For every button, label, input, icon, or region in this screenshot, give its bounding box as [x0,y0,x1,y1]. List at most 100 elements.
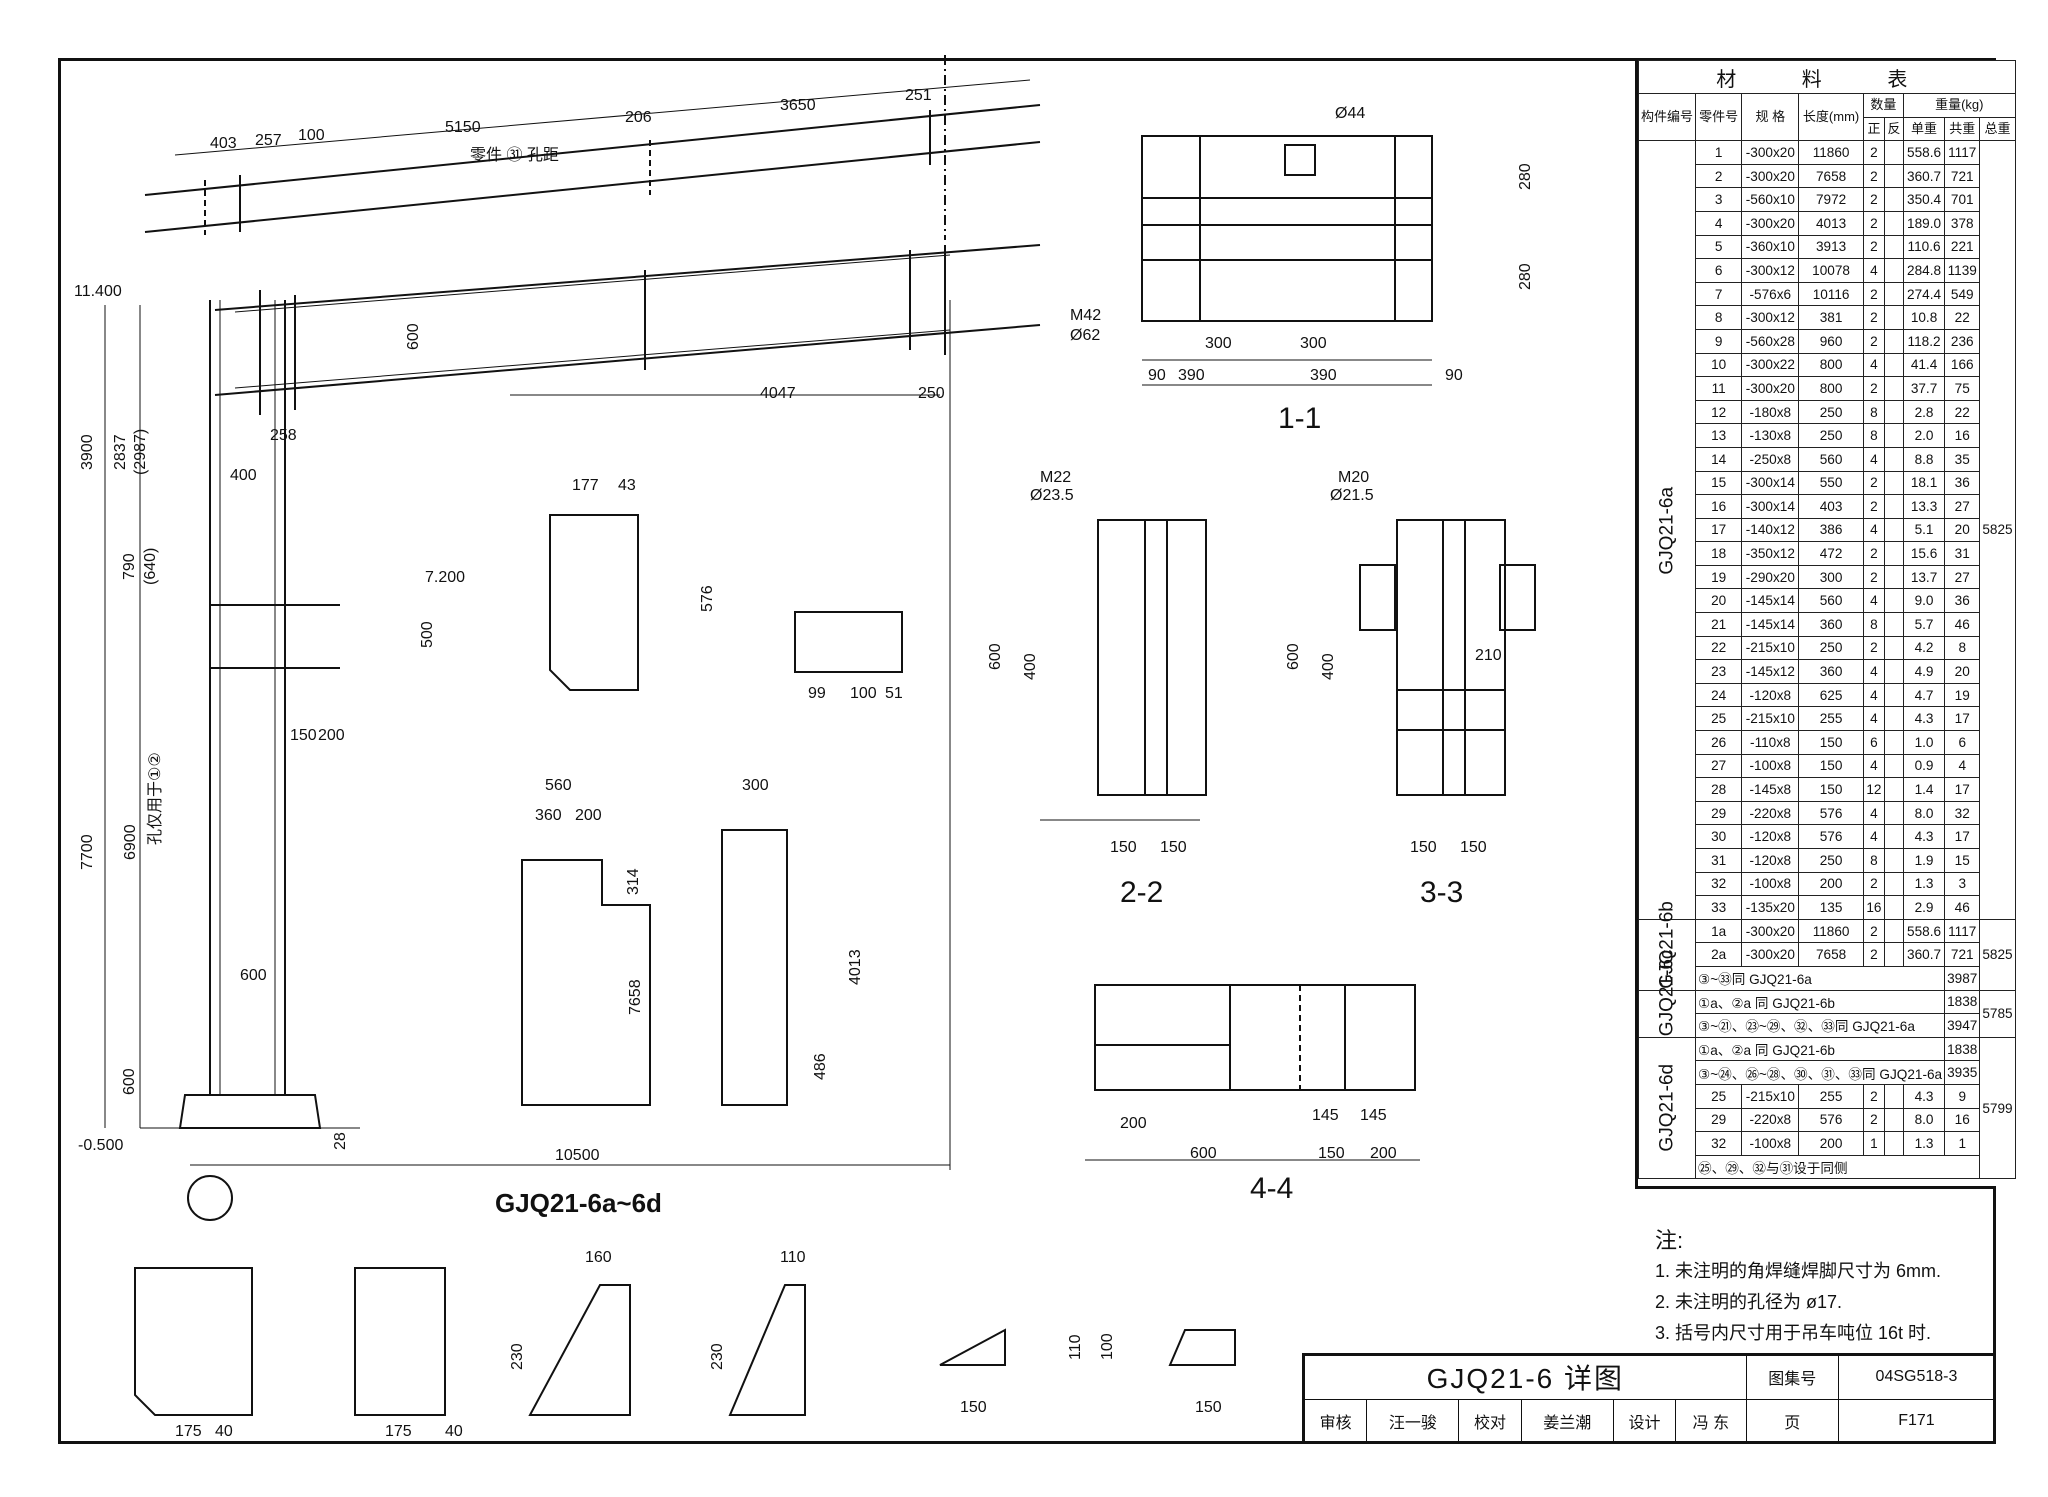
material-cell: -290x20 [1741,564,1800,590]
material-cell: 2 [1862,918,1886,944]
material-cell [1884,942,1904,967]
material-cell: 1.9 [1902,848,1946,873]
part-12-plate [728,1284,806,1416]
material-cell: 9 [1695,328,1743,354]
material-cell: 15.6 [1902,541,1946,566]
level-11400: 11.400 [74,283,122,300]
column-elevation [104,300,360,1221]
material-cell: 1 [1695,140,1743,165]
p4-dim-4013: 4013 [847,949,864,985]
s11-dim-390a: 390 [1178,367,1205,384]
material-cell: 8 [1862,399,1886,425]
dim-100: 100 [298,127,325,144]
material-note: ①a、②a 同 GJQ21-6b [1695,1036,1946,1062]
material-cell: 2.9 [1902,895,1946,920]
material-cell [1884,446,1904,472]
dim-500-col: 500 [419,621,436,648]
level-minus-0500: -0.500 [78,1137,123,1154]
material-cell: 7972 [1798,187,1864,212]
s22-m22: M22 [1040,469,1071,486]
material-cell: 5 [1695,234,1743,260]
material-cell: 4 [1862,753,1886,779]
material-cell [1884,895,1904,920]
material-cell: 1.0 [1902,730,1946,755]
material-cell [1884,305,1904,330]
material-cell: 4.3 [1902,706,1946,732]
p3-dim-7658: 7658 [627,979,644,1015]
s11-dim-390b: 390 [1310,367,1337,384]
material-cell: 16 [1944,1107,1981,1133]
material-cell: 6 [1695,258,1743,283]
material-cell: 8 [1862,612,1886,637]
material-cell: 4 [1862,258,1886,283]
s33-dim-600: 600 [1285,643,1302,670]
s22-d235: Ø23.5 [1030,487,1074,504]
material-cell [1884,753,1904,779]
material-cell: 36 [1944,588,1981,614]
material-cell: -360x10 [1741,234,1800,260]
material-cell: 41.4 [1902,352,1946,378]
s11-d44: Ø44 [1335,105,1365,122]
material-cell [1884,706,1904,732]
material-cell: 32 [1695,1131,1743,1156]
material-cell: 118.2 [1902,328,1946,354]
material-cell: 4 [1862,517,1886,543]
p29-dim-43: 43 [618,477,636,494]
hdr-total: 总重 [1979,116,2016,142]
s22-dim-150b: 150 [1160,839,1187,856]
material-cell: 19 [1944,682,1981,708]
material-cell: 135 [1798,895,1864,920]
material-cell: 0.9 [1902,753,1946,779]
material-cell: 150 [1798,730,1864,755]
material-cell: 4 [1862,352,1886,378]
p29-dim-576: 576 [699,585,716,612]
part-26-plate [939,1328,1006,1366]
hdr-qty-pos: 正 [1862,116,1886,142]
member-total-weight: 5825 [1979,140,2016,920]
material-cell: 4.7 [1902,682,1946,708]
p22-dim-40: 40 [215,1423,233,1440]
material-cell: 13 [1695,423,1743,448]
material-cell: 189.0 [1902,210,1946,236]
p26-dim-150: 150 [960,1399,987,1416]
material-cell: 221 [1944,234,1981,260]
design-label: 设计 [1612,1398,1677,1443]
s11-d62: Ø62 [1070,327,1100,344]
material-cell [1884,328,1904,354]
s44-dim-145b: 145 [1360,1107,1387,1124]
material-cell: 4 [1862,659,1886,684]
dim-5150: 5150 [445,119,481,136]
material-cell: 32 [1944,800,1981,826]
material-cell: 15 [1944,848,1981,873]
material-cell: 576 [1798,800,1864,826]
s22-dim-600: 600 [987,643,1004,670]
dim-2987: (2987) [132,429,149,475]
material-cell: 21 [1695,612,1743,637]
material-cell [1884,258,1904,283]
dim-251: 251 [905,87,932,104]
material-cell: 16 [1862,895,1886,920]
p25-dim-175: 175 [385,1423,412,1440]
dim-600-col: 600 [121,1068,138,1095]
material-cell: 300 [1798,564,1864,590]
material-note: ③~㉑、㉓~㉙、㉜、㉝同 GJQ21-6a [1695,1013,1946,1038]
dim-3900: 3900 [79,434,96,470]
s11-dim-280a: 280 [1517,163,1534,190]
s22-dim-150a: 150 [1110,839,1137,856]
material-cell: 8 [1862,848,1886,873]
s11-dim-90a: 90 [1148,367,1166,384]
dim-10500: 10500 [555,1147,600,1164]
section-4-4 [1085,984,1420,1161]
page-label: 页 [1745,1398,1839,1443]
member-total-weight: 5825 [1979,918,2016,991]
hdr-length: 长度(mm) [1798,92,1864,142]
material-cell: 10078 [1798,258,1864,283]
material-cell: 5.1 [1902,517,1946,543]
material-cell: 4 [1695,210,1743,236]
